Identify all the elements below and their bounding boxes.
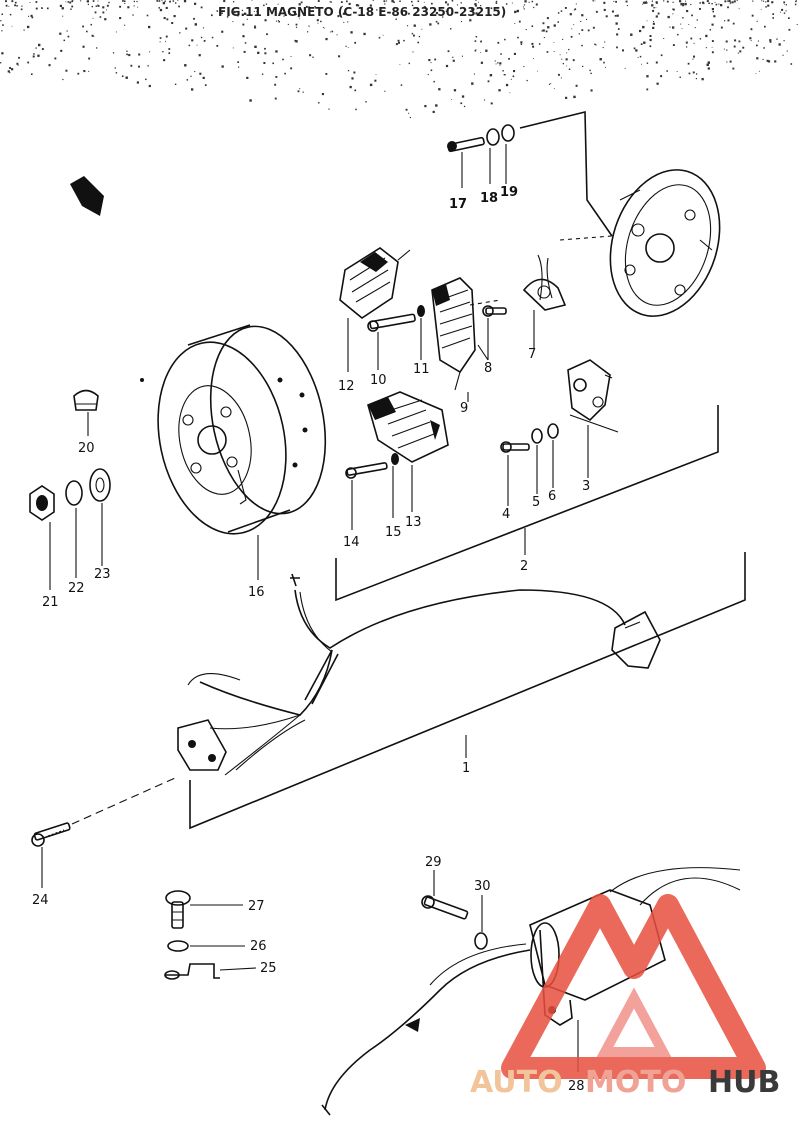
washer-5 [531, 428, 543, 444]
washer-15 [391, 453, 399, 465]
screw-24 [31, 822, 71, 847]
washer-18 [486, 128, 500, 146]
screw-27 [165, 890, 191, 929]
part-label-1: 1 [462, 761, 470, 776]
part-label-3: 3 [582, 479, 590, 494]
bracket-harness-1 [189, 552, 746, 830]
part-label-13: 13 [405, 515, 422, 530]
part-label-15: 15 [385, 525, 402, 540]
part-label-16: 16 [248, 585, 265, 600]
watermark-logo [501, 894, 766, 1079]
part-label-19: 19 [500, 185, 518, 200]
part-label-10: 10 [370, 373, 387, 388]
coil-9 [431, 277, 476, 391]
part-label-14: 14 [343, 535, 360, 550]
washer-30 [474, 932, 488, 950]
screw-10 [367, 313, 416, 332]
part-label-30: 30 [474, 879, 491, 894]
bracket-assembly-2 [335, 405, 719, 602]
part-label-20: 20 [78, 441, 95, 456]
washer-22 [65, 480, 83, 506]
stator-plate [609, 169, 721, 317]
watermark-text-moto: MOTO [585, 1065, 686, 1100]
clamp-25 [164, 963, 220, 980]
part-label-6: 6 [548, 489, 556, 504]
part-label-17: 17 [449, 197, 467, 212]
nut-21 [29, 485, 55, 521]
watermark-text-hub: HUB [708, 1065, 780, 1100]
part-label-4: 4 [502, 507, 510, 522]
part-label-27: 27 [248, 899, 265, 914]
part-label-11: 11 [413, 362, 430, 377]
part-label-28: 28 [568, 1079, 585, 1094]
part-label-24: 24 [32, 893, 49, 908]
coil-12 [339, 247, 411, 319]
screw-17 [447, 136, 485, 153]
washer-19 [501, 124, 515, 142]
leader-line-17-19 [519, 110, 613, 237]
screw-14 [345, 462, 388, 479]
screw-4 [500, 441, 530, 453]
part-label-25: 25 [260, 961, 277, 976]
pointer-flag-icon [70, 176, 104, 216]
contact-breaker-3 [567, 359, 619, 433]
scan-noise [0, 0, 798, 119]
washer-23 [89, 468, 111, 502]
part-label-7: 7 [528, 347, 536, 362]
screw-29 [421, 895, 469, 920]
part-label-18: 18 [480, 191, 498, 206]
part-label-5: 5 [532, 495, 540, 510]
part-label-12: 12 [338, 379, 355, 394]
part-label-9: 9 [460, 401, 468, 416]
part-label-2: 2 [520, 559, 528, 574]
key-20 [73, 389, 99, 411]
washer-6 [547, 423, 559, 439]
part-label-21: 21 [42, 595, 59, 610]
part-label-8: 8 [484, 361, 492, 376]
felt-7 [522, 254, 567, 311]
part-label-29: 29 [425, 855, 442, 870]
wiring-harness-1 [177, 573, 661, 776]
part-label-23: 23 [94, 567, 111, 582]
coil-13 [367, 391, 449, 463]
washer-11 [417, 305, 425, 317]
watermark-text-auto: AUTO [470, 1065, 563, 1100]
washer-26 [167, 940, 189, 952]
flywheel-rotor-16 [157, 324, 327, 535]
figure-title: FIG.11 MAGNETO (C-18 E-86 23250-23215) [218, 5, 506, 19]
part-label-22: 22 [68, 581, 85, 596]
part-label-26: 26 [250, 939, 267, 954]
screw-8 [482, 305, 507, 317]
